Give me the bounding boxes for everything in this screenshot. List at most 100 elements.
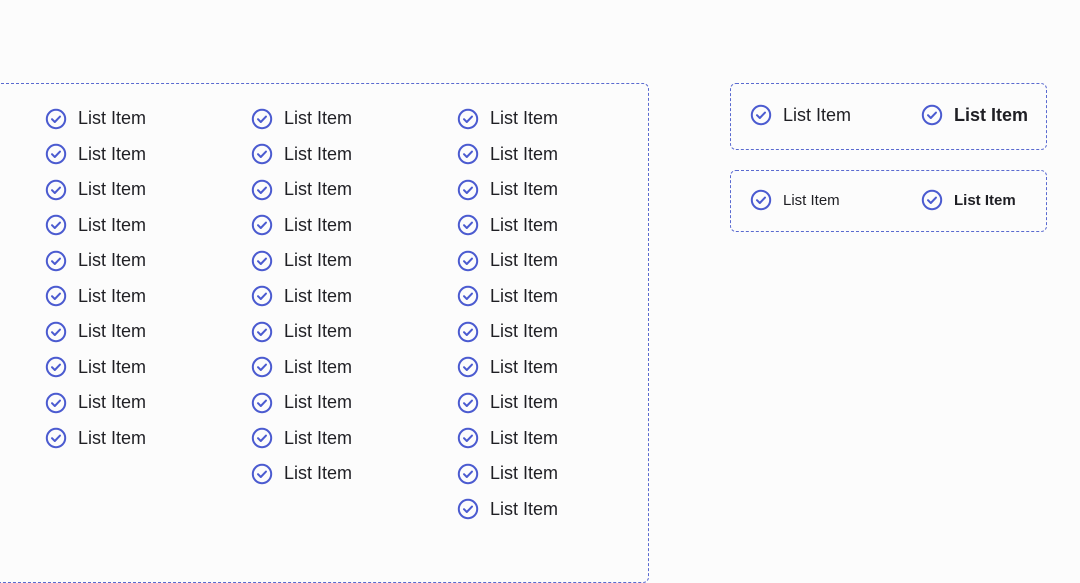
list-item-label: List Item: [490, 108, 559, 129]
list-item: List Item: [457, 385, 558, 421]
check-circle-icon: [457, 179, 479, 201]
list-item: List Item: [251, 208, 352, 244]
check-circle-icon: [251, 392, 273, 414]
check-circle-icon: [750, 189, 772, 211]
list-item: List Item: [251, 421, 352, 457]
list-item: List Item: [45, 208, 146, 244]
list-item-label: List Item: [78, 427, 147, 448]
list-item: List Item: [457, 456, 558, 492]
list-item-label: List Item: [78, 356, 147, 377]
list-variant-large: List Item List Item: [730, 83, 1047, 150]
list-item-label: List Item: [284, 427, 353, 448]
check-circle-icon: [251, 179, 273, 201]
list-item: List Item: [457, 350, 558, 386]
list-item-bold: List Item: [921, 189, 1016, 211]
check-circle-icon: [921, 189, 943, 211]
list-item: List Item: [45, 279, 146, 315]
list-item-label: List Item: [78, 214, 147, 235]
check-circle-icon: [45, 214, 67, 236]
check-circle-icon: [45, 143, 67, 165]
list-item: List Item: [457, 314, 558, 350]
list-item: List Item: [45, 421, 146, 457]
list-item: List Item: [750, 189, 840, 211]
check-circle-icon: [921, 104, 943, 126]
list-item-label: List Item: [490, 392, 559, 413]
check-circle-icon: [457, 321, 479, 343]
list-item: List Item: [45, 243, 146, 279]
list-item-label: List Item: [490, 143, 559, 164]
list-item-label: List Item: [78, 321, 147, 342]
check-circle-icon: [457, 108, 479, 130]
check-circle-icon: [251, 356, 273, 378]
list-item-label: List Item: [954, 104, 1029, 125]
list-item-label: List Item: [78, 250, 147, 271]
list-item-label: List Item: [78, 179, 147, 200]
list-item: List Item: [251, 243, 352, 279]
list-item: List Item: [457, 208, 558, 244]
list-item: List Item: [457, 101, 558, 137]
list-item: List Item: [457, 279, 558, 315]
check-circle-icon: [457, 214, 479, 236]
list-item: List Item: [457, 421, 558, 457]
check-circle-icon: [45, 108, 67, 130]
list-item: List Item: [251, 172, 352, 208]
list-item-label: List Item: [78, 285, 147, 306]
list-item: List Item: [457, 492, 558, 528]
check-circle-icon: [457, 392, 479, 414]
check-circle-icon: [457, 356, 479, 378]
list-item: List Item: [45, 314, 146, 350]
list-item: List Item: [251, 279, 352, 315]
list-item-label: List Item: [284, 179, 353, 200]
check-circle-icon: [251, 427, 273, 449]
check-circle-icon: [457, 143, 479, 165]
list-item-label: List Item: [284, 356, 353, 377]
list-variant-small: List Item List Item: [730, 170, 1047, 232]
list-item-label: List Item: [490, 498, 559, 519]
list-item-label: List Item: [284, 214, 353, 235]
check-circle-icon: [457, 463, 479, 485]
check-circle-icon: [251, 143, 273, 165]
check-circle-icon: [750, 104, 772, 126]
list-item: List Item: [457, 172, 558, 208]
list-item-label: List Item: [78, 108, 147, 129]
list-item-label: List Item: [490, 250, 559, 271]
list-item: List Item: [457, 137, 558, 173]
list-item-label: List Item: [490, 214, 559, 235]
list-item-label: List Item: [490, 427, 559, 448]
list-item-label: List Item: [78, 143, 147, 164]
check-circle-icon: [251, 463, 273, 485]
check-circle-icon: [45, 179, 67, 201]
list-item: List Item: [251, 350, 352, 386]
list-item-label: List Item: [284, 250, 353, 271]
check-circle-icon: [457, 285, 479, 307]
list-item-bold: List Item: [921, 104, 1028, 126]
list-item: List Item: [750, 104, 851, 126]
check-circle-icon: [45, 427, 67, 449]
check-circle-icon: [45, 250, 67, 272]
list-item-label: List Item: [490, 321, 559, 342]
check-circle-icon: [45, 321, 67, 343]
list-item-label: List Item: [783, 191, 840, 209]
list-item-label: List Item: [490, 463, 559, 484]
list-item: List Item: [45, 172, 146, 208]
list-item-label: List Item: [783, 104, 852, 125]
list-item-label: List Item: [284, 285, 353, 306]
list-item-label: List Item: [284, 321, 353, 342]
check-circle-icon: [45, 356, 67, 378]
list-item-label: List Item: [490, 356, 559, 377]
list-item: List Item: [251, 314, 352, 350]
list-item-label: List Item: [284, 463, 353, 484]
list-item: List Item: [45, 385, 146, 421]
check-circle-icon: [457, 250, 479, 272]
check-circle-icon: [457, 498, 479, 520]
list-item-label: List Item: [284, 143, 353, 164]
list-item: List Item: [45, 137, 146, 173]
list-item-label: List Item: [78, 392, 147, 413]
list-item-label: List Item: [284, 392, 353, 413]
list-item: List Item: [45, 101, 146, 137]
list-item-label: List Item: [954, 191, 1016, 209]
check-circle-icon: [251, 250, 273, 272]
